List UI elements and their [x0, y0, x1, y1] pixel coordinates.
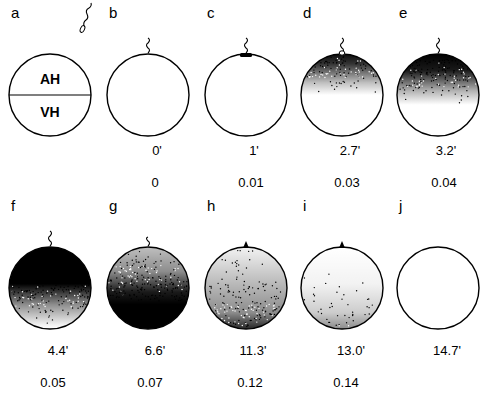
egg-circle — [205, 54, 287, 136]
time-label: 1' — [249, 144, 259, 157]
sperm-head — [79, 25, 86, 33]
egg-node: g — [102, 195, 194, 332]
egg-circle — [9, 54, 91, 136]
time-label: 6.6' — [145, 344, 166, 357]
egg-node: aAH VH — [4, 2, 96, 139]
wave-origin — [240, 53, 252, 57]
egg-node: j — [392, 195, 484, 332]
panel-letter: b — [109, 5, 117, 20]
hemisphere-label: AH — [40, 72, 60, 86]
panel-letter: f — [11, 198, 15, 213]
egg-node: e — [392, 2, 484, 139]
equator-line — [9, 94, 91, 95]
fertilization-cone — [243, 241, 249, 248]
egg-outline — [392, 195, 484, 332]
value-label: 0.05 — [40, 376, 65, 389]
value-label: 0.07 — [137, 376, 162, 389]
sperm — [84, 3, 92, 26]
egg-circle — [397, 54, 479, 136]
calcium-wave — [205, 247, 287, 329]
value-label: 0.03 — [334, 176, 359, 189]
value-label: 0.12 — [237, 376, 262, 389]
panel-letter: j — [399, 198, 402, 213]
value-label: 0.01 — [238, 176, 263, 189]
egg-circle — [205, 247, 287, 329]
egg-node: d — [296, 2, 388, 139]
time-label: 4.4' — [48, 344, 69, 357]
egg-outline — [392, 2, 484, 139]
panel-letter: c — [207, 5, 215, 20]
panel-letter: d — [303, 5, 311, 20]
egg-outline — [200, 2, 292, 139]
time-label: 0' — [152, 144, 162, 157]
egg-node: f — [4, 195, 96, 332]
stipple — [209, 250, 281, 327]
time-label: 13.0' — [337, 344, 365, 357]
sperm — [147, 237, 150, 246]
time-label: 14.7' — [433, 344, 461, 357]
egg-node: b — [102, 2, 194, 139]
stipple — [399, 59, 476, 104]
egg-outline — [296, 2, 388, 139]
time-label: 2.7' — [340, 144, 361, 157]
egg-outline — [296, 195, 388, 332]
time-label: 11.3' — [240, 344, 267, 357]
time-label: 3.2' — [436, 144, 457, 157]
egg-circle — [9, 247, 91, 329]
panel-letter: i — [303, 198, 306, 213]
egg-circle — [107, 247, 189, 329]
egg-outline — [200, 195, 292, 332]
calcium-wave — [397, 54, 479, 136]
calcium-wave — [301, 247, 383, 329]
panel-letter: h — [207, 198, 215, 213]
value-label: 0.14 — [333, 376, 358, 389]
egg-circle — [107, 54, 189, 136]
panel-letter: g — [109, 198, 117, 213]
panel-letter: a — [11, 5, 19, 20]
sperm — [49, 231, 52, 246]
fertilization-cone — [339, 51, 345, 55]
egg-circle — [301, 54, 383, 136]
egg-circle — [301, 247, 383, 329]
egg-outline — [4, 195, 96, 332]
sperm — [245, 38, 248, 53]
egg-outline — [102, 2, 194, 139]
hemisphere-label: VH — [40, 105, 59, 119]
value-label: 0.04 — [431, 176, 456, 189]
egg-node: h — [200, 195, 292, 332]
calcium-wave — [301, 54, 383, 136]
sperm — [147, 38, 150, 53]
calcium-wave — [9, 247, 91, 329]
sperm — [437, 38, 440, 53]
value-label: 0 — [151, 176, 158, 189]
egg-circle — [397, 247, 479, 329]
egg-outline — [102, 195, 194, 332]
egg-node: c — [200, 2, 292, 139]
calcium-wave — [107, 247, 189, 329]
egg-node: i — [296, 195, 388, 332]
fertilization-cone — [339, 241, 345, 248]
panel-letter: e — [399, 5, 407, 20]
